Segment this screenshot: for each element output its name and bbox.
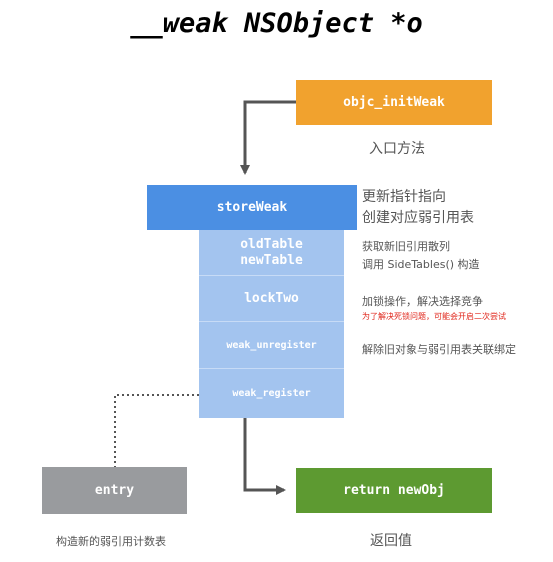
store-weak-desc-1: 更新指针指向 <box>362 189 446 205</box>
tables-section: oldTable newTable <box>199 230 344 275</box>
lock-two-label: lockTwo <box>244 291 299 306</box>
entry-method-label: 入口方法 <box>369 141 425 157</box>
store-weak-steps: oldTable newTable lockTwo weak_unregiste… <box>199 230 344 418</box>
return-new-obj-box: return newObj <box>296 468 492 513</box>
new-table-label: newTable <box>240 252 303 268</box>
divider <box>199 275 344 276</box>
objc-init-weak-box: objc_initWeak <box>296 80 492 125</box>
page-title: __weak NSObject *o <box>130 8 423 39</box>
entry-box: entry <box>42 467 187 514</box>
tables-desc-2: 调用 SideTables() 构造 <box>362 258 480 271</box>
old-table-label: oldTable <box>240 236 303 252</box>
lock-two-section: lockTwo <box>199 276 344 321</box>
arrow-init-to-store <box>240 100 296 175</box>
arrow-register-to-return <box>243 418 286 495</box>
store-weak-box: storeWeak <box>147 185 357 230</box>
divider <box>199 368 344 369</box>
store-weak-desc-2: 创建对应弱引用表 <box>362 210 474 226</box>
weak-register-label: weak_register <box>232 388 311 399</box>
weak-unregister-section: weak_unregister <box>199 322 344 368</box>
lock-note: 为了解决死锁问题，可能会开启二次尝试 <box>362 312 506 321</box>
dotted-line-register-to-entry <box>114 394 199 467</box>
return-value-label: 返回值 <box>370 533 412 549</box>
entry-desc: 构造新的弱引用计数表 <box>56 535 166 548</box>
tables-desc-1: 获取新旧引用散列 <box>362 240 450 253</box>
weak-register-section: weak_register <box>199 369 344 418</box>
lock-desc: 加锁操作，解决选择竞争 <box>362 295 483 308</box>
divider <box>199 321 344 322</box>
weak-unregister-label: weak_unregister <box>226 339 317 351</box>
unregister-desc: 解除旧对象与弱引用表关联绑定 <box>362 343 516 356</box>
